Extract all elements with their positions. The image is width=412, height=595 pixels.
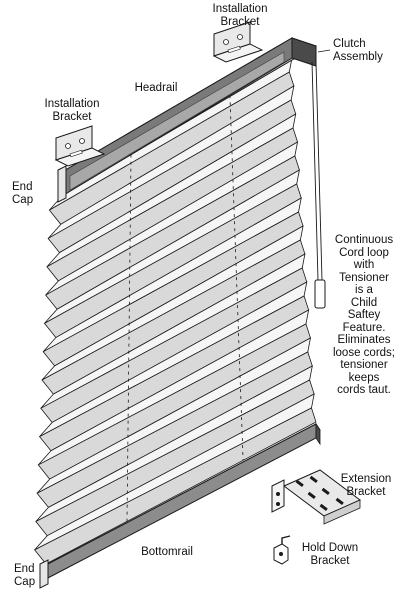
bracket-top-slot	[227, 45, 241, 54]
cord-loop	[311, 61, 326, 309]
ext-slot-4	[321, 487, 330, 496]
cord-tensioner	[314, 279, 326, 309]
bracket-top-hole-1	[223, 39, 229, 45]
bracket-left-slot	[69, 149, 83, 158]
cord-safety-note: Continuous Cord loop with Tensioner is a…	[332, 234, 395, 396]
cord-line-1	[311, 61, 319, 281]
hold-down-hole	[279, 552, 283, 556]
ext-bracket-lip	[323, 499, 361, 525]
installation-bracket-left-icon	[54, 125, 106, 167]
clutch-end	[291, 37, 317, 67]
end-cap-top	[57, 165, 67, 203]
lift-cord	[126, 154, 132, 522]
installation-bracket-top-label: Installation Bracket	[212, 3, 268, 28]
end-cap-bottom	[39, 559, 49, 589]
end-cap-bottom-label: End Cap	[14, 563, 36, 588]
bottomrail-end	[315, 422, 321, 446]
pleat-panel	[33, 407, 317, 565]
leader-clutch	[317, 49, 331, 53]
ext-hole-1	[276, 492, 280, 496]
ext-slot-3	[307, 491, 316, 500]
cord-line-2	[315, 61, 323, 281]
headrail	[57, 37, 318, 203]
installation-bracket-left-label: Installation Bracket	[44, 98, 100, 123]
pleated-shade	[33, 57, 317, 565]
leader-lines	[317, 49, 331, 53]
clutch-assembly-label: Clutch Assembly	[333, 38, 383, 63]
headrail-inner	[69, 51, 285, 191]
headrail-label: Headrail	[134, 82, 178, 94]
ext-slot-2	[309, 475, 318, 484]
ext-slot-1	[295, 479, 304, 488]
ext-slot-5	[319, 503, 328, 512]
ext-hole-2	[276, 502, 280, 506]
lift-cord	[229, 95, 244, 461]
hold-down-hook	[281, 535, 291, 544]
hold-down-bracket-label: Hold Down Bracket	[301, 542, 359, 567]
bracket-top-hole-2	[237, 34, 243, 40]
lift-cords	[126, 95, 244, 522]
extension-bracket-icon	[271, 469, 361, 525]
bottomrail-label: Bottomrail	[141, 546, 193, 558]
bracket-left-hole-2	[79, 138, 85, 144]
hold-down-bracket-icon	[273, 535, 291, 565]
ext-slot-6	[335, 497, 344, 506]
bracket-left-hole-1	[65, 143, 71, 149]
installation-bracket-top-icon	[212, 21, 264, 63]
end-cap-top-label: End Cap	[12, 181, 34, 206]
bottomrail	[39, 422, 321, 589]
extension-bracket-label: Extension Bracket	[340, 473, 392, 498]
